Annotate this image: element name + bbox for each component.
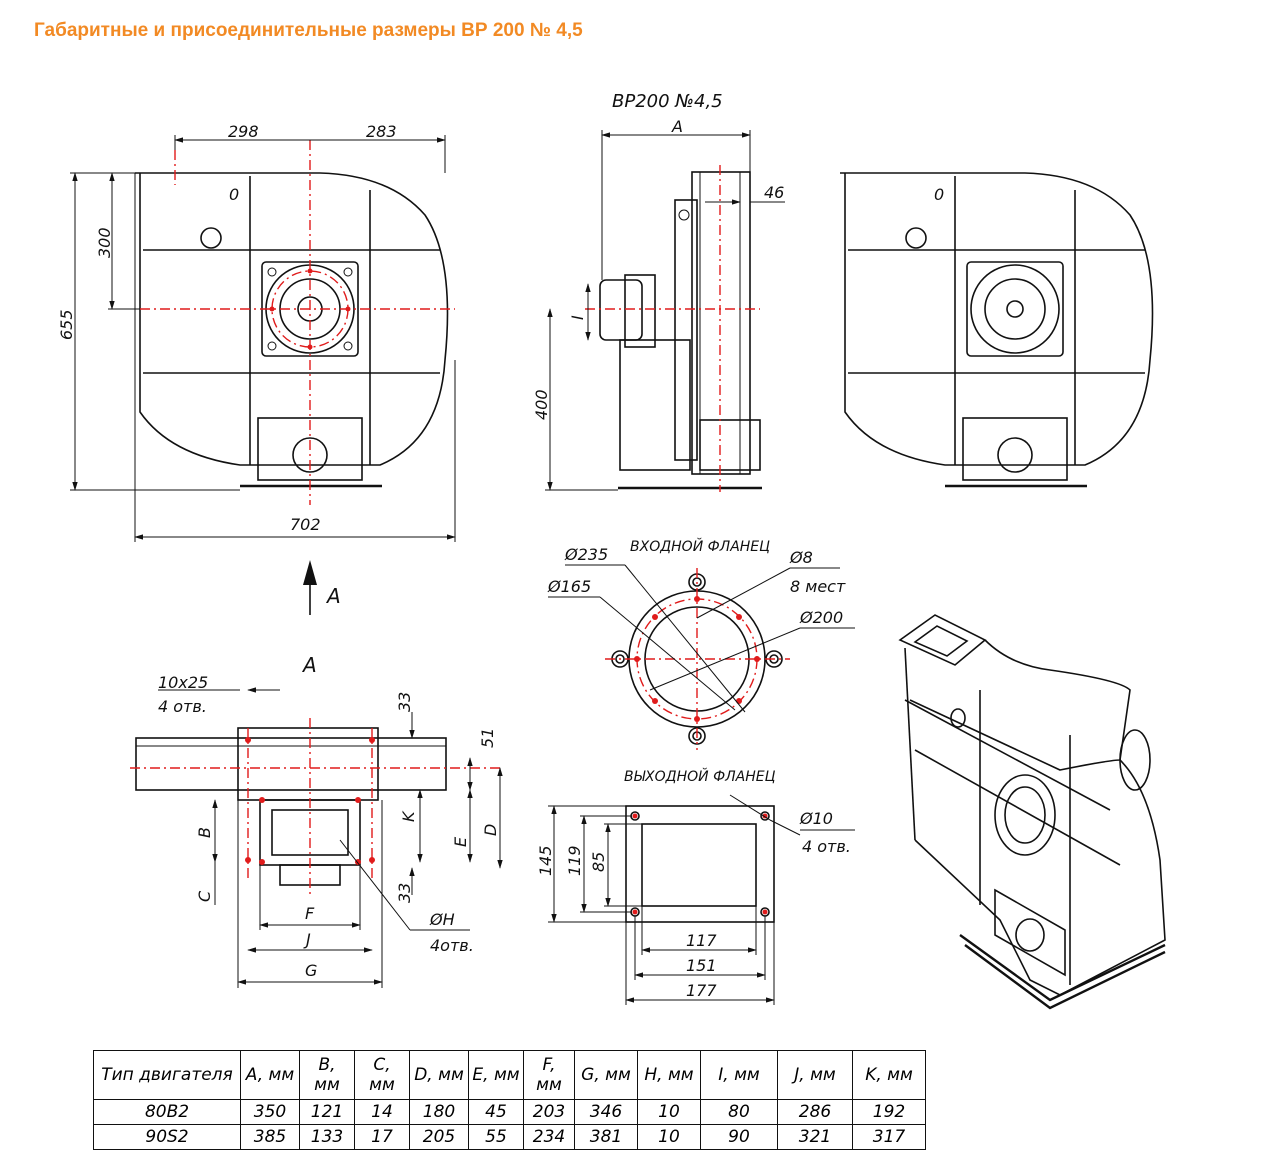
- arrow-a-label: A: [325, 584, 341, 608]
- table-cell: 203: [523, 1099, 575, 1125]
- table-cell: 192: [852, 1099, 926, 1125]
- col-header: B, мм: [299, 1050, 355, 1100]
- slot-count: 4 отв.: [158, 697, 207, 716]
- dim-a: A: [671, 117, 683, 136]
- table-cell: 205: [409, 1124, 469, 1150]
- dim-400: 400: [532, 389, 551, 420]
- rear-marker: 0: [934, 185, 944, 204]
- table-cell: 17: [354, 1124, 410, 1150]
- table-cell: 45: [468, 1099, 524, 1125]
- table-cell: 321: [777, 1124, 853, 1150]
- dim-33-top: 33: [395, 692, 414, 712]
- col-header: A, мм: [240, 1050, 300, 1100]
- side-view: ВР200 №4,5 A 46 I 400: [532, 91, 785, 492]
- dim-46: 46: [764, 183, 784, 202]
- slot-size: 10x25: [158, 673, 208, 692]
- outlet-w117: 117: [686, 931, 717, 950]
- hole-dia: ØH: [429, 910, 455, 929]
- inlet-flange-title: ВХОДНОЙ ФЛАНЕЦ: [630, 537, 770, 555]
- inlet-d8-count: 8 мест: [790, 577, 846, 596]
- col-header: F, мм: [523, 1050, 575, 1100]
- hole-count: 4отв.: [430, 936, 474, 955]
- col-header: Тип двигателя: [93, 1050, 241, 1100]
- table-row: 80B2 350 121 14 180 45 203 346 10 80 286…: [93, 1099, 926, 1125]
- dim-300: 300: [95, 227, 114, 258]
- outlet-h85: 85: [589, 852, 608, 872]
- outlet-d10: Ø10: [799, 809, 833, 828]
- inlet-flange: ВХОДНОЙ ФЛАНЕЦ Ø235 Ø165 Ø8 8 мест Ø200: [547, 537, 855, 750]
- dim-b: B: [195, 827, 214, 838]
- outlet-d10-count: 4 отв.: [802, 837, 851, 856]
- rear-view: 0: [840, 172, 1154, 488]
- dim-d: D: [481, 824, 500, 836]
- inlet-d235: Ø235: [564, 545, 608, 564]
- col-header: E, мм: [468, 1050, 524, 1100]
- dim-51: 51: [478, 728, 497, 748]
- outlet-flange-title: ВЫХОДНОЙ ФЛАНЕЦ: [624, 767, 776, 785]
- dim-e: E: [451, 836, 470, 847]
- side-view-label: ВР200 №4,5: [612, 91, 723, 112]
- table-cell: 350: [240, 1099, 300, 1125]
- dim-655: 655: [57, 309, 76, 340]
- dim-i: I: [568, 315, 587, 320]
- table-header-row: Тип двигателя A, мм B, мм C, мм D, мм E,…: [93, 1050, 926, 1100]
- front-marker: 0: [229, 185, 239, 204]
- bottom-view: A 10x25 4 отв. 33: [130, 653, 503, 988]
- dim-702: 702: [290, 515, 321, 534]
- inlet-d8: Ø8: [789, 548, 813, 567]
- dim-f: F: [305, 904, 315, 923]
- front-housing-outline: [135, 172, 449, 466]
- outlet-flange: ВЫХОДНОЙ ФЛАНЕЦ 145 119 85 117 151 177: [536, 767, 855, 1005]
- table-cell: 10: [637, 1124, 701, 1150]
- dim-g: G: [305, 961, 317, 980]
- outlet-w151: 151: [686, 956, 717, 975]
- table-row: 90S2 385 133 17 205 55 234 381 10 90 321…: [93, 1124, 926, 1150]
- col-header: J, мм: [777, 1050, 853, 1100]
- table-cell: 121: [299, 1099, 355, 1125]
- col-header: D, мм: [409, 1050, 469, 1100]
- outlet-w177: 177: [686, 981, 717, 1000]
- table-cell: 14: [354, 1099, 410, 1125]
- col-header: H, мм: [637, 1050, 701, 1100]
- page-title: Габаритные и присоединительные размеры В…: [34, 20, 583, 41]
- dim-283: 283: [366, 122, 397, 141]
- table-cell: 90: [700, 1124, 778, 1150]
- table-cell: 381: [574, 1124, 638, 1150]
- isometric-view: [898, 614, 1166, 1010]
- table-cell: 180: [409, 1099, 469, 1125]
- dim-33-bottom: 33: [395, 883, 414, 903]
- table-cell: 90S2: [93, 1124, 241, 1150]
- outlet-h119: 119: [565, 845, 584, 876]
- table-cell: 55: [468, 1124, 524, 1150]
- table-cell: 80B2: [93, 1099, 241, 1125]
- table-cell: 346: [574, 1099, 638, 1125]
- outlet-h145: 145: [536, 845, 555, 876]
- col-header: I, мм: [700, 1050, 778, 1100]
- bottom-view-title: A: [301, 653, 317, 677]
- dimensions-table: Тип двигателя A, мм B, мм C, мм D, мм E,…: [93, 1050, 926, 1150]
- dim-c: C: [195, 890, 214, 902]
- dim-j: J: [303, 930, 311, 949]
- table-cell: 133: [299, 1124, 355, 1150]
- front-view: 298 283 655 300 702 0: [57, 122, 456, 542]
- table-cell: 10: [637, 1099, 701, 1125]
- table-cell: 286: [777, 1099, 853, 1125]
- table-cell: 317: [852, 1124, 926, 1150]
- col-header: G, мм: [574, 1050, 638, 1100]
- inlet-d200: Ø200: [799, 608, 843, 627]
- col-header: K, мм: [852, 1050, 926, 1100]
- table-cell: 234: [523, 1124, 575, 1150]
- col-header: C, мм: [354, 1050, 410, 1100]
- table-cell: 385: [240, 1124, 300, 1150]
- dim-298: 298: [228, 122, 259, 141]
- view-arrow-a: A: [303, 560, 341, 615]
- dim-k: K: [399, 810, 418, 822]
- inlet-d165: Ø165: [547, 577, 591, 596]
- table-cell: 80: [700, 1099, 778, 1125]
